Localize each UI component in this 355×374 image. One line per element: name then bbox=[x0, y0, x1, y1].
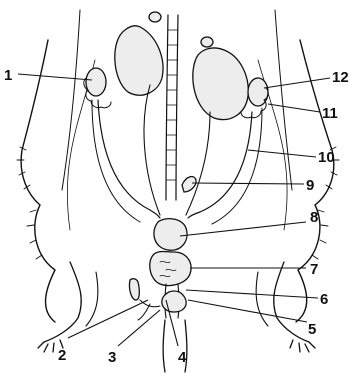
left-testis bbox=[86, 68, 106, 96]
leader-5 bbox=[188, 300, 307, 322]
label-12: 12 bbox=[332, 69, 349, 86]
right-vas-deferens bbox=[188, 112, 252, 218]
kidneys bbox=[115, 12, 248, 120]
left-kidney bbox=[115, 26, 163, 95]
bladder bbox=[154, 219, 187, 251]
glans-region bbox=[162, 291, 186, 312]
right-adrenal-gland bbox=[201, 37, 213, 47]
leader-2 bbox=[68, 300, 148, 338]
label-11: 11 bbox=[322, 105, 338, 122]
leader-1 bbox=[18, 74, 92, 80]
label-7: 7 bbox=[310, 261, 318, 278]
seminal-vesicle bbox=[182, 177, 196, 192]
aorta bbox=[166, 15, 178, 200]
label-4: 4 bbox=[178, 349, 187, 366]
right-kidney bbox=[193, 48, 248, 120]
leader-12 bbox=[264, 78, 330, 88]
label-2: 2 bbox=[58, 347, 66, 364]
prostate-gland bbox=[150, 252, 191, 286]
label-10: 10 bbox=[318, 149, 335, 166]
preputial-gland bbox=[129, 279, 139, 300]
leader-11 bbox=[268, 104, 320, 112]
label-9: 9 bbox=[306, 177, 314, 194]
leader-3 bbox=[118, 310, 160, 346]
label-3: 3 bbox=[108, 349, 116, 366]
label-6: 6 bbox=[320, 291, 328, 308]
leader-6 bbox=[186, 290, 318, 298]
label-8: 8 bbox=[310, 209, 318, 226]
left-vas-deferens bbox=[98, 100, 160, 218]
leader-8 bbox=[180, 222, 306, 236]
label-1: 1 bbox=[4, 67, 12, 84]
label-5: 5 bbox=[308, 321, 316, 338]
left-adrenal-gland bbox=[149, 12, 161, 22]
